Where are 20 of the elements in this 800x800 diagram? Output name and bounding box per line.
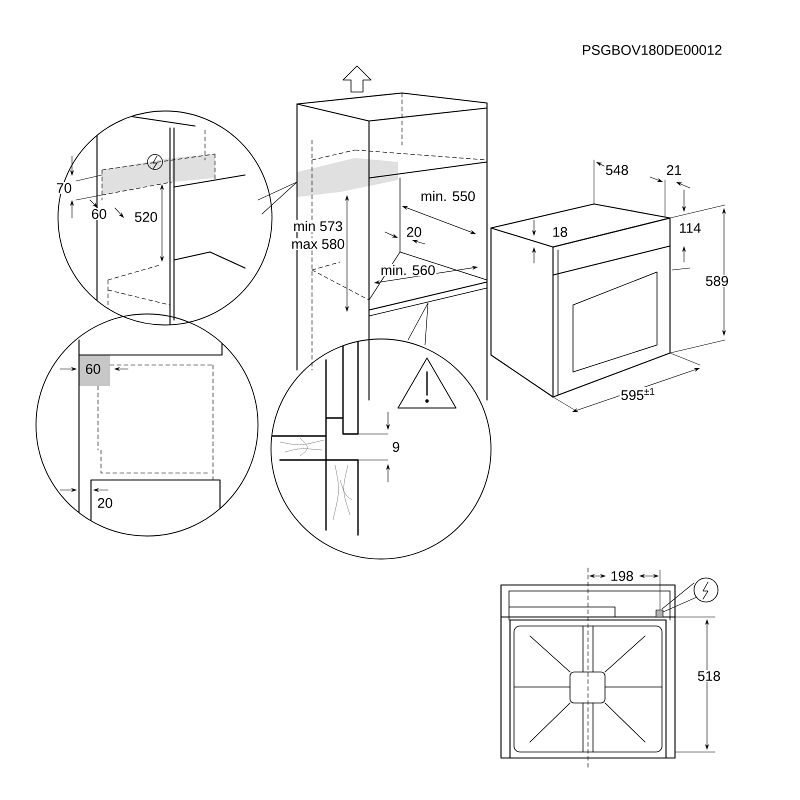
dimension-label: min 573 <box>292 220 344 232</box>
dimension-label: 70 <box>55 182 73 194</box>
dimension-label: 21 <box>665 164 683 176</box>
dimension-label: 60 <box>90 208 108 220</box>
dimension-label: 595$^{±1}$ <box>620 386 656 402</box>
dimension-label: 520 <box>133 211 159 223</box>
dimension-label: 9 <box>391 441 401 453</box>
dimension-label: 18 <box>551 226 569 238</box>
dimension-label: 60 <box>84 363 102 375</box>
dimension-label: min. 550 <box>420 190 476 202</box>
dimension-label: min. 560 <box>380 264 436 276</box>
document-code: PSGBOV180DE00012 <box>580 44 724 56</box>
dimension-label: 518 <box>696 670 722 682</box>
dimension-label: max 580 <box>290 238 346 250</box>
dimension-label: 548 <box>604 164 630 176</box>
dimension-label: 589 <box>704 275 730 287</box>
dimension-label: 114 <box>678 222 702 234</box>
dimension-label: 20 <box>405 226 423 238</box>
dimension-label: 198 <box>609 570 635 582</box>
dimension-label: 20 <box>96 497 114 509</box>
